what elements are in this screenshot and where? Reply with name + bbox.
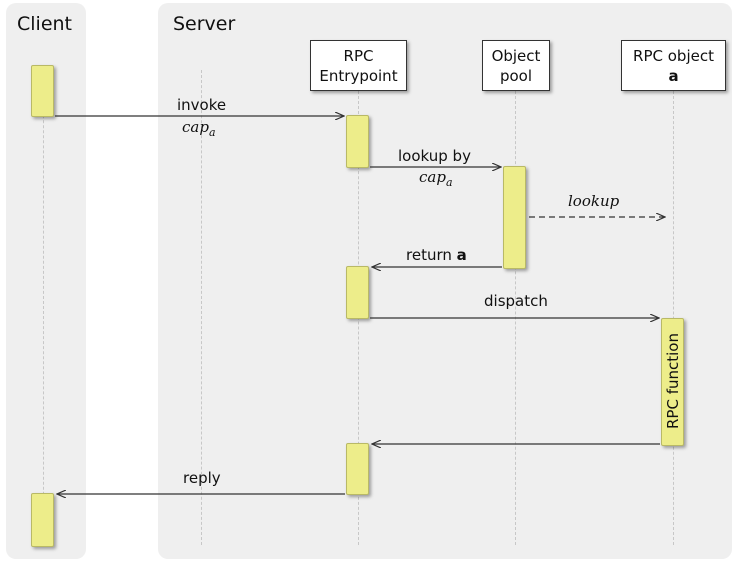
entrypoint-line2: Entrypoint [319, 66, 398, 85]
lookup-by-cap-sub: a [445, 176, 453, 189]
invoke-cap-label: capa [182, 118, 216, 139]
pool-line1: Object [491, 46, 541, 65]
dispatch-label: dispatch [484, 292, 548, 310]
rpc-object-line1: RPC object [633, 46, 714, 65]
pool-participant: Object pool [482, 40, 550, 91]
entrypoint-participant: RPC Entrypoint [310, 40, 407, 91]
invoke-cap-sub: a [208, 126, 216, 139]
server-column-title: Server [173, 13, 236, 35]
invoke-cap: cap [182, 118, 209, 136]
server-lifeline [201, 70, 202, 545]
rpc-object-activation [661, 318, 684, 446]
lookup-by-label: lookup by [398, 147, 471, 165]
server-panel [158, 3, 732, 559]
entrypoint-activation-3 [346, 443, 369, 495]
lookup-by-cap: cap [419, 168, 446, 186]
pool-activation [503, 166, 526, 269]
entrypoint-line1: RPC [343, 46, 374, 65]
return-label: return a [406, 246, 467, 264]
reply-label: reply [183, 469, 221, 487]
entrypoint-activation-2 [346, 266, 369, 319]
rpc-object-line2: a [668, 66, 679, 85]
pool-line2: pool [499, 66, 533, 85]
client-lifeline [43, 70, 44, 545]
rpc-function-label: RPC function [664, 333, 682, 429]
client-activation-2 [31, 493, 54, 547]
rpc-object-participant: RPC object a [621, 40, 726, 91]
return-bold: a [456, 246, 467, 264]
entrypoint-activation-1 [346, 115, 369, 168]
return-text: return [406, 246, 452, 264]
lookup-label: lookup [568, 192, 620, 210]
client-column-title: Client [17, 13, 73, 35]
lookup-by-cap-label: capa [419, 168, 453, 189]
client-activation-1 [31, 65, 54, 117]
invoke-label: invoke [177, 96, 227, 114]
